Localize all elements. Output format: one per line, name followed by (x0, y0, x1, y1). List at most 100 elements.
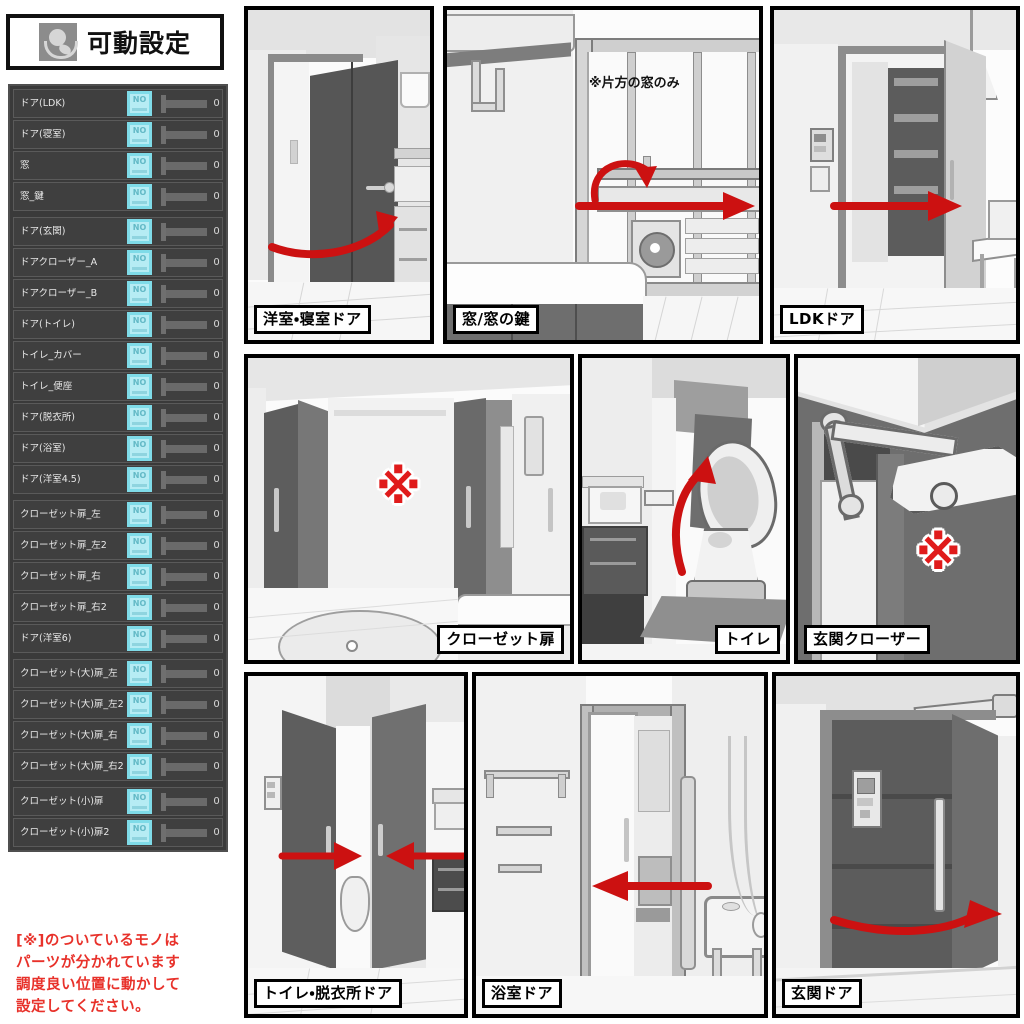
slider-handle[interactable] (161, 757, 166, 776)
slider-handle[interactable] (161, 695, 166, 714)
slider-handle[interactable] (161, 823, 166, 842)
slider-handle[interactable] (161, 408, 166, 427)
value-slider[interactable] (159, 187, 211, 207)
slider-handle[interactable] (161, 187, 166, 206)
slider-handle[interactable] (161, 505, 166, 524)
no-toggle-icon[interactable]: NO (127, 374, 152, 399)
no-toggle-icon[interactable]: NO (127, 533, 152, 558)
value-slider[interactable] (159, 695, 211, 715)
slider-handle[interactable] (161, 567, 166, 586)
no-toggle-icon[interactable]: NO (127, 692, 152, 717)
slider-handle[interactable] (161, 346, 166, 365)
slider-handle[interactable] (161, 156, 166, 175)
value-slider[interactable] (159, 315, 211, 335)
no-toggle-icon[interactable]: NO (127, 723, 152, 748)
no-toggle-icon[interactable]: NO (127, 153, 152, 178)
slider-handle[interactable] (161, 315, 166, 334)
slider-handle[interactable] (161, 470, 166, 489)
slider-handle[interactable] (161, 253, 166, 272)
no-toggle-icon[interactable]: NO (127, 595, 152, 620)
no-toggle-icon[interactable]: NO (127, 502, 152, 527)
no-toggle-icon[interactable]: NO (127, 820, 152, 845)
settings-row-label: ドア(浴室) (20, 443, 66, 454)
value-slider[interactable] (159, 536, 211, 556)
slider-handle[interactable] (161, 629, 166, 648)
no-toggle-icon[interactable]: NO (127, 91, 152, 116)
no-toggle-icon[interactable]: NO (127, 250, 152, 275)
value-slider[interactable] (159, 664, 211, 684)
value-slider[interactable] (159, 408, 211, 428)
no-toggle-icon[interactable]: NO (127, 219, 152, 244)
value-slider[interactable] (159, 377, 211, 397)
slider-handle[interactable] (161, 536, 166, 555)
value-slider[interactable] (159, 156, 211, 176)
slide-arrow (575, 190, 759, 226)
value-slider[interactable] (159, 470, 211, 490)
no-toggle-icon[interactable]: NO (127, 436, 152, 461)
value-slider[interactable] (159, 757, 211, 777)
value-slider[interactable] (159, 726, 211, 746)
slider-handle[interactable] (161, 792, 166, 811)
value-slider[interactable] (159, 125, 211, 145)
no-toggle-icon[interactable]: NO (127, 343, 152, 368)
no-toggle-icon[interactable]: NO (127, 564, 152, 589)
value-slider[interactable] (159, 629, 211, 649)
value-slider[interactable] (159, 598, 211, 618)
no-toggle-icon[interactable]: NO (127, 312, 152, 337)
value-slider[interactable] (159, 823, 211, 843)
value-slider[interactable] (159, 792, 211, 812)
value-slider[interactable] (159, 567, 211, 587)
no-toggle-icon[interactable]: NO (127, 184, 152, 209)
slider-handle[interactable] (161, 439, 166, 458)
value-slider[interactable] (159, 505, 211, 525)
no-toggle-icon[interactable]: NO (127, 122, 152, 147)
slider-handle[interactable] (161, 284, 166, 303)
value-slider[interactable] (159, 284, 211, 304)
value-slider[interactable] (159, 346, 211, 366)
slider-handle[interactable] (161, 125, 166, 144)
slider-handle[interactable] (161, 598, 166, 617)
no-toggle-label: NO (132, 824, 147, 833)
value-slider[interactable] (159, 253, 211, 273)
slider-handle[interactable] (161, 222, 166, 241)
slider-handle[interactable] (161, 377, 166, 396)
no-toggle-icon[interactable]: NO (127, 789, 152, 814)
no-toggle-icon[interactable]: NO (127, 281, 152, 306)
slider-handle[interactable] (161, 664, 166, 683)
no-toggle-icon[interactable]: NO (127, 626, 152, 651)
slider-handle[interactable] (161, 726, 166, 745)
no-toggle-icon[interactable]: NO (127, 661, 152, 686)
value-slider[interactable] (159, 439, 211, 459)
no-toggle-icon[interactable]: NO (127, 405, 152, 430)
no-toggle-icon[interactable]: NO (127, 467, 152, 492)
value-slider[interactable] (159, 94, 211, 114)
slider-handle[interactable] (161, 94, 166, 113)
no-toggle-icon[interactable]: NO (127, 754, 152, 779)
value-slider[interactable] (159, 222, 211, 242)
settings-row-label: クローゼット扉_右 (20, 571, 101, 582)
